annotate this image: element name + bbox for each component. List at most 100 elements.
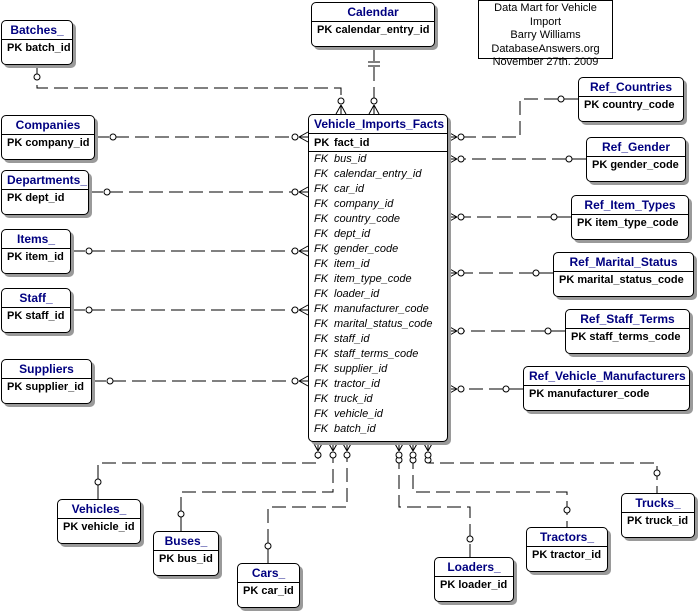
optional-marker	[653, 469, 661, 477]
crows-foot-marker	[341, 441, 353, 452]
entity-title: Cars_	[238, 564, 299, 583]
entity-title: Buses_	[154, 532, 218, 551]
entity-title: Items_	[2, 230, 70, 249]
pk-row: PK truck_id	[627, 515, 689, 527]
entity-title: Ref_Marital_Status	[554, 253, 693, 272]
crows-foot-marker	[447, 211, 458, 223]
entity-title: Loaders_	[435, 558, 513, 577]
pk-row: PK supplier_id	[7, 381, 85, 393]
entity-ref-marital-status[interactable]: Ref_Marital_Status PK marital_status_cod…	[553, 252, 694, 297]
pk-row: PK staff_terms_code	[571, 331, 681, 343]
entity-loaders[interactable]: Loaders_ PK loader_id	[434, 557, 514, 602]
optional-marker	[33, 73, 41, 81]
entity-title: Tractors_	[527, 528, 607, 547]
entity-cars[interactable]: Cars_ PK car_id	[237, 563, 300, 608]
crows-foot-marker	[447, 131, 458, 143]
note-line: Barry Williams	[510, 29, 581, 41]
entity-ref-staff-terms[interactable]: Ref_Staff_Terms PK staff_terms_code	[565, 309, 690, 354]
entity-buses[interactable]: Buses_ PK bus_id	[153, 531, 219, 576]
entity-title: Ref_Staff_Terms	[566, 310, 689, 329]
pk-row: PK tractor_id	[532, 549, 602, 561]
entity-ref-vehicle-manufacturers[interactable]: Ref_Vehicle_Manufacturers PK manufacture…	[523, 366, 690, 411]
entity-vehicles[interactable]: Vehicles_ PK vehicle_id	[57, 499, 141, 544]
note-line: DatabaseAnswers.org	[491, 42, 600, 55]
crows-foot-marker	[447, 153, 458, 165]
optional-marker	[291, 377, 299, 385]
optional-marker	[563, 506, 571, 514]
note-line: November 27th. 2009	[492, 56, 599, 68]
entity-title: Batches_	[2, 21, 72, 40]
optional-marker	[337, 97, 345, 105]
optional-marker	[457, 213, 465, 221]
pk-row: PK loader_id	[440, 579, 508, 591]
entity-tractors[interactable]: Tractors_ PK tractor_id	[526, 527, 608, 572]
entity-title: Calendar	[312, 3, 434, 22]
optional-marker	[457, 155, 465, 163]
pk-row: PK company_id	[7, 137, 90, 149]
crows-foot-marker	[407, 441, 419, 452]
relationship-line	[97, 455, 319, 499]
pk-row: PK item_id	[7, 251, 64, 263]
crows-foot-marker	[393, 441, 405, 452]
note-line: Data Mart for Vehicle Import	[494, 2, 597, 28]
optional-marker	[532, 269, 540, 277]
optional-marker	[395, 451, 403, 459]
entity-trucks[interactable]: Trucks_ PK truck_id	[621, 493, 695, 538]
entity-ref-countries[interactable]: Ref_Countries PK country_code	[578, 77, 684, 122]
optional-marker	[103, 188, 111, 196]
pk-row: PK dept_id	[7, 192, 65, 204]
entity-calendar[interactable]: Calendar PK calendar_entry_id	[311, 2, 435, 47]
entity-companies[interactable]: Companies PK company_id	[1, 115, 95, 160]
crows-foot-marker	[447, 267, 458, 279]
entity-ref-gender[interactable]: Ref_Gender PK gender_code	[586, 137, 686, 182]
entity-items[interactable]: Items_ PK item_id	[1, 229, 71, 274]
pk-row: PK staff_id	[7, 310, 65, 322]
entity-title: Suppliers	[2, 360, 91, 379]
optional-marker	[291, 247, 299, 255]
optional-marker	[343, 451, 351, 459]
crows-foot-marker	[327, 441, 339, 452]
optional-marker	[457, 385, 465, 393]
entity-suppliers[interactable]: Suppliers PK supplier_id	[1, 359, 92, 404]
entity-staff[interactable]: Staff_ PK staff_id	[1, 288, 71, 333]
optional-marker	[466, 535, 474, 543]
crows-foot-marker	[335, 104, 347, 115]
entity-title: Companies	[2, 116, 94, 135]
optional-marker	[502, 385, 510, 393]
optional-marker	[314, 451, 322, 459]
optional-marker	[544, 327, 552, 335]
optional-marker	[457, 269, 465, 277]
relationship-line	[412, 455, 568, 527]
entity-title: Ref_Countries	[579, 78, 683, 97]
crows-foot-marker	[447, 325, 458, 337]
optional-marker	[370, 97, 378, 105]
crows-foot-marker	[298, 131, 309, 143]
entity-batches[interactable]: Batches_ PK batch_id	[1, 20, 73, 65]
pk-row: PK car_id	[243, 585, 294, 597]
optional-marker	[291, 188, 299, 196]
entity-ref-item-types[interactable]: Ref_Item_Types PK item_type_code	[571, 195, 689, 240]
optional-marker	[457, 133, 465, 141]
relationship-line	[267, 455, 348, 563]
optional-marker	[329, 451, 337, 459]
crows-foot-marker	[298, 304, 309, 316]
crows-foot-marker	[312, 441, 324, 452]
pk-row: PK gender_code	[592, 159, 679, 171]
entity-title: Vehicle_Imports_Facts	[309, 115, 447, 134]
crows-foot-marker	[368, 104, 380, 115]
pk-row: PK batch_id	[7, 42, 71, 54]
entity-departments[interactable]: Departments_ PK dept_id	[1, 170, 89, 215]
optional-marker	[109, 133, 117, 141]
diagram-note: Data Mart for Vehicle Import Barry Willi…	[478, 0, 613, 68]
entity-title: Staff_	[2, 289, 70, 308]
